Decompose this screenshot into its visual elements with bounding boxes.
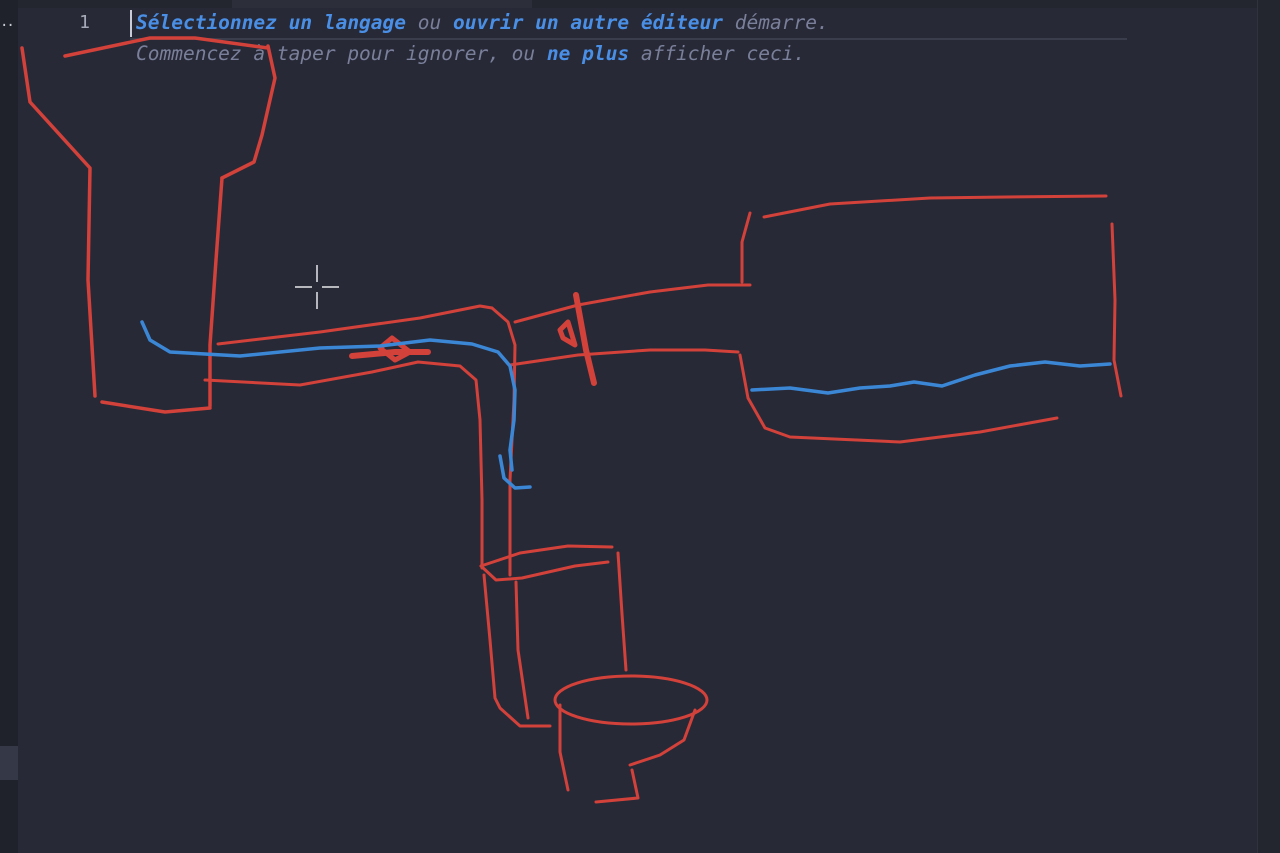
select-language-link[interactable]: Sélectionnez un langage: [136, 11, 407, 34]
hint-text-or: ou: [406, 11, 453, 34]
activity-bar-active-marker[interactable]: [0, 746, 18, 780]
dont-show-again-link[interactable]: ne plus: [546, 42, 630, 65]
crosshair-cursor-icon: [295, 265, 339, 309]
active-tab-strip[interactable]: [232, 0, 532, 8]
editor-scrollbar[interactable]: [1257, 0, 1280, 853]
text-cursor: [130, 10, 132, 37]
water-flow: [140, 320, 1112, 490]
open-other-editor-link[interactable]: ouvrir un autre éditeur: [453, 11, 724, 34]
hint-text-end: afficher ceci.: [629, 42, 806, 65]
toilet: [479, 544, 709, 804]
building-outline: [20, 36, 277, 414]
line-number: 1: [79, 12, 90, 33]
empty-editor-hint-line-1: Sélectionnez un langage ou ouvrir un aut…: [136, 11, 829, 34]
gutter-ellipsis: ..: [0, 14, 15, 30]
tab-bar: [18, 0, 1258, 8]
hint-text-start-typing: Commencez à taper pour ignorer, ou: [136, 42, 547, 65]
valve: [349, 292, 597, 386]
activity-bar: ..: [0, 0, 18, 853]
hint-text-start: démarre.: [723, 11, 829, 34]
tank: [738, 194, 1123, 444]
current-line-highlight: [130, 9, 1127, 40]
empty-editor-hint-line-2: Commencez à taper pour ignorer, ou ne pl…: [136, 42, 805, 65]
pipe: [203, 283, 752, 577]
